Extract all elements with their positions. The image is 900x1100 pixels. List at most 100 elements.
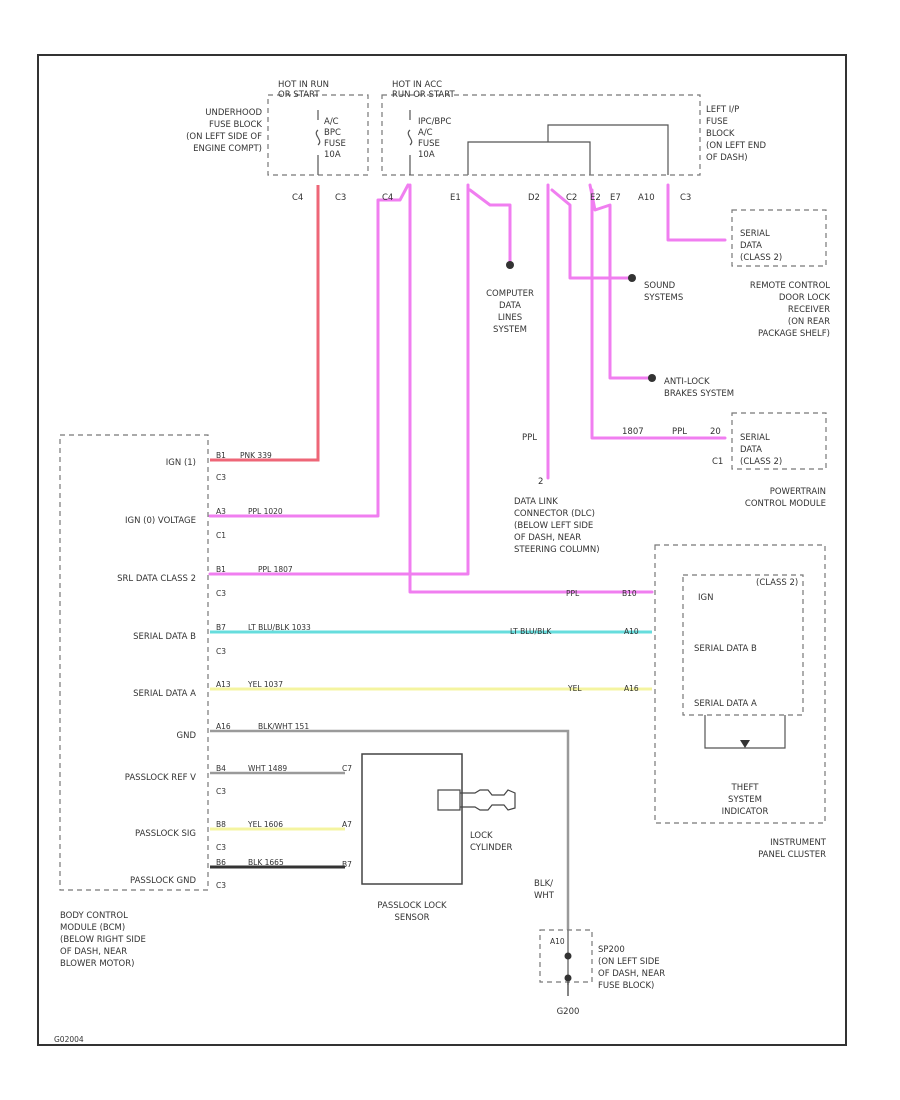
bcm-conn-passlock-ref: C3: [216, 787, 226, 796]
fuse-block-2-pin-8: C3: [680, 193, 691, 203]
sensor-pin-gnd: B7: [342, 860, 352, 869]
bcm-pin-id-ign0: A3: [216, 507, 226, 516]
ground-id: G200: [557, 1007, 580, 1017]
underhood-fuse-block: HOT IN RUN OR START UNDERHOOD FUSE BLOCK…: [186, 80, 369, 203]
cluster-pin-label-serial-b: SERIAL DATA B: [694, 644, 757, 654]
bcm-conn-serial-b: C3: [216, 647, 226, 656]
fuse-block-2-header-2: RUN OR START: [392, 90, 456, 100]
theft-label-2: SYSTEM: [728, 795, 762, 805]
fuse-block-1-conn-1: C4: [292, 193, 303, 203]
cluster-inner-title: (CLASS 2): [756, 578, 798, 588]
cluster-name-2: PANEL CLUSTER: [758, 850, 826, 860]
bcm-pin-id-passlock-gnd: B6: [216, 858, 226, 867]
fuse-block-2-pin-2: E1: [450, 193, 461, 203]
wire-pcm: [590, 188, 727, 440]
ground-wire-1: BLK/: [534, 879, 553, 889]
ground-name-1: SP200: [598, 945, 625, 955]
cluster-pin-id-serial-a: A16: [624, 684, 639, 693]
bcm-pin-label-serial-a: SERIAL DATA A: [133, 689, 196, 699]
bcm-pin-label-passlock-gnd: PASSLOCK GND: [130, 876, 196, 886]
sound-label-2: SYSTEMS: [644, 293, 683, 303]
computer-data-label-1: COMPUTER: [486, 289, 534, 299]
cluster-wire-serial-b: LT BLU/BLK: [510, 627, 552, 636]
bcm-pin-label-ign0: IGN (0) VOLTAGE: [125, 516, 196, 526]
ground-wire-2: WHT: [534, 891, 555, 901]
bcm-name-5: BLOWER MOTOR): [60, 959, 134, 969]
lock-cylinder-icon: [437, 789, 516, 811]
bcm-name-1: BODY CONTROL: [60, 911, 128, 921]
sound-terminal: [628, 274, 636, 282]
fuse-block-2-pin-3: D2: [528, 193, 540, 203]
cluster-wire-ign: PPL: [566, 589, 580, 598]
ground-name-4: FUSE BLOCK): [598, 981, 654, 991]
pcm-box: [731, 412, 827, 470]
fuse-2-symbol: [407, 110, 413, 175]
cluster-pin-label-serial-a: SERIAL DATA A: [694, 699, 757, 709]
fuse-1-label-1: A/C: [324, 117, 339, 127]
antilock-terminal: [648, 374, 656, 382]
dlc-name-4: OF DASH, NEAR: [514, 533, 581, 543]
computer-data-label-4: SYSTEM: [493, 325, 527, 335]
pcm-pin: 20: [710, 427, 721, 437]
fuse-1-label-2: BPC: [324, 128, 341, 138]
bcm-pin-label-passlock-ref: PASSLOCK REF V: [125, 773, 196, 783]
bcm-conn-ign1: C3: [216, 473, 226, 482]
bcm-name-2: MODULE (BCM): [60, 923, 125, 933]
bcm-wire-passlock-ref: WHT 1489: [248, 764, 287, 773]
splice-box: [539, 929, 593, 983]
wires: [208, 124, 727, 985]
ground-dot: [564, 974, 572, 982]
remote-name-4: (ON REAR: [788, 317, 830, 327]
sensor-box: [361, 753, 463, 885]
bcm-name-4: OF DASH, NEAR: [60, 947, 127, 957]
cluster-pin-id-ign: B10: [622, 589, 637, 598]
ground-name-3: OF DASH, NEAR: [598, 969, 665, 979]
powertrain-control-module: SERIAL DATA (CLASS 2) C1 1807 PPL 20 POW…: [622, 412, 827, 509]
remote-control-receiver: SERIAL DATA (CLASS 2) REMOTE CONTROL DOO…: [731, 209, 830, 339]
fuse-block-2-location-2: FUSE: [706, 117, 728, 127]
pcm-wire-circuit: 1807: [622, 427, 644, 437]
antilock-label-2: BRAKES SYSTEM: [664, 389, 734, 399]
wire-ign0-ppl: [208, 183, 410, 518]
dlc-wire-color: PPL: [522, 433, 537, 443]
bcm-wire-passlock-sig: YEL 1606: [247, 820, 283, 829]
wire-computer-data: [468, 188, 512, 264]
fuse-2-label-3: FUSE: [418, 139, 440, 149]
computer-data-terminal: [506, 261, 514, 269]
fuse-1-label-4: 10A: [324, 150, 341, 160]
cylinder-label-1: LOCK: [470, 831, 493, 841]
wire-sound: [550, 188, 632, 280]
pcm-pin-label-2: DATA: [740, 445, 762, 455]
fuse-2-label-1: IPC/BPC: [418, 117, 451, 127]
computer-data-label-3: LINES: [498, 313, 522, 323]
theft-label-3: INDICATOR: [722, 807, 769, 817]
sensor-pin-sig: A7: [342, 820, 352, 829]
theft-label-1: THEFT: [731, 783, 760, 793]
splice-dot: [564, 952, 572, 960]
bcm-conn-passlock-gnd: C3: [216, 881, 226, 890]
wire-remote: [666, 183, 727, 242]
remote-name-1: REMOTE CONTROL: [750, 281, 830, 291]
bcm-pin-id-class2: B1: [216, 565, 226, 574]
pcm-pin-label-3: (CLASS 2): [740, 457, 782, 467]
cluster-wire-serial-a: YEL: [567, 684, 582, 693]
fuse-1-label-3: FUSE: [324, 139, 346, 149]
fuse-block-2-pin-6: E7: [610, 193, 621, 203]
bcm-pin-id-serial-b: B7: [216, 623, 226, 632]
fuse-block-1-location-2: FUSE BLOCK: [209, 120, 262, 130]
fuse-block-2-pin-7: A10: [638, 193, 655, 203]
bcm-pin-label-passlock-sig: PASSLOCK SIG: [135, 829, 196, 839]
fuse-block-1-header-2: OR START: [278, 90, 320, 100]
fuse-block-1-header-1: HOT IN RUN: [278, 80, 329, 90]
wire-cluster-ign-ppl: [408, 183, 654, 594]
bcm-wire-ign1: PNK 339: [240, 451, 272, 460]
ground-name-2: (ON LEFT SIDE: [598, 957, 660, 967]
fuse-block-2-location-3: BLOCK: [706, 129, 735, 139]
fuse-block-2-pin-5: E2: [590, 193, 601, 203]
bcm-pin-id-passlock-ref: B4: [216, 764, 226, 773]
bcm-pin-label-ign1: IGN (1): [166, 458, 196, 468]
figure-id: G02004: [54, 1035, 84, 1044]
antilock-label-1: ANTI-LOCK: [664, 377, 710, 387]
cylinder-label-2: CYLINDER: [470, 843, 512, 853]
ground-splice: BLK/ WHT A10 SP200 (ON LEFT SIDE OF DASH…: [534, 879, 665, 1017]
